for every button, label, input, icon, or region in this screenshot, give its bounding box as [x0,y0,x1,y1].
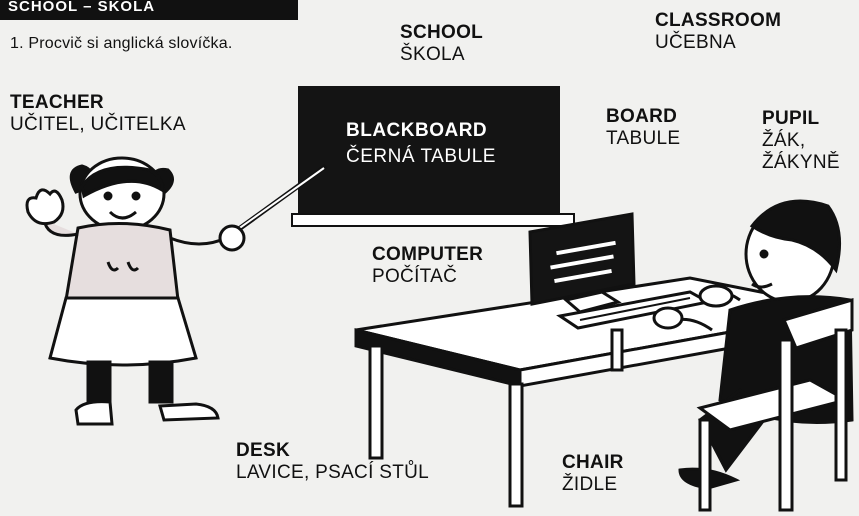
vocab-blackboard: BLACKBOARD ČERNÁ TABULE [346,118,496,170]
vocab-classroom-cz: UČEBNA [655,32,736,53]
vocab-computer-en: COMPUTER [372,244,484,265]
vocab-chair-cz: ŽIDLE [562,474,618,495]
blackboard-drawing [291,86,575,227]
vocab-blackboard-cz: ČERNÁ TABULE [346,146,496,167]
vocab-desk: DESK LAVICE, PSACÍ STŮL [236,440,429,484]
vocab-computer-cz: POČÍTAČ [372,266,458,287]
vocab-teacher-en: TEACHER [10,92,104,113]
vocab-board: BOARD TABULE [606,106,680,150]
computer-drawing [528,212,713,330]
vocab-pupil-cz: ŽÁK, [762,130,806,151]
vocab-chair: CHAIR ŽIDLE [562,452,624,496]
worksheet-header: SCHOOL – ŠKOLA [0,0,298,20]
vocab-blackboard-en: BLACKBOARD [346,120,488,141]
vocab-classroom: CLASSROOM UČEBNA [655,10,781,54]
chair-drawing [696,297,854,512]
vocab-school-en: SCHOOL [400,22,484,43]
vocab-teacher-cz: UČITEL, UČITELKA [10,114,186,135]
vocab-school: SCHOOL ŠKOLA [400,22,483,66]
vocab-board-cz: TABULE [606,128,681,149]
vocab-computer: COMPUTER POČÍTAČ [372,244,483,288]
vocab-teacher: TEACHER UČITEL, UČITELKA [10,92,186,136]
vocab-school-cz: ŠKOLA [400,44,465,65]
vocab-pupil-en: PUPIL [762,108,820,129]
vocab-desk-cz: LAVICE, PSACÍ STŮL [236,462,429,483]
teacher-figure [25,156,246,426]
vocab-desk-en: DESK [236,440,290,461]
exercise-instruction: 1. Procvič si anglická slovíčka. [10,35,233,52]
vocab-pupil-cz2: ŽÁKYNĚ [762,152,840,173]
vocab-classroom-en: CLASSROOM [655,10,782,31]
vocab-pupil: PUPIL ŽÁK, ŽÁKYNĚ [762,108,840,174]
vocab-board-en: BOARD [606,106,678,127]
vocab-chair-en: CHAIR [562,452,624,473]
